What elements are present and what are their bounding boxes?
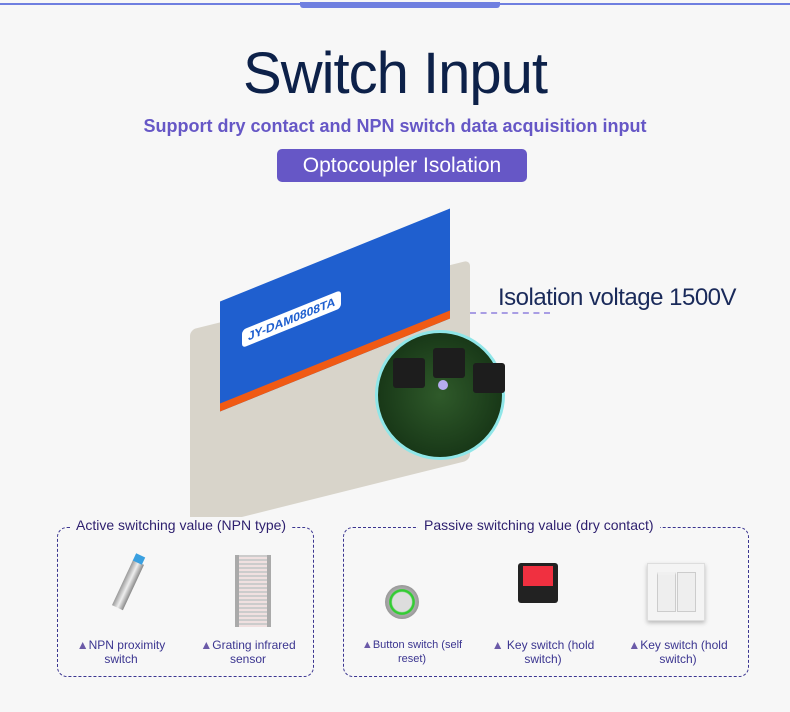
passive-switching-title: Passive switching value (dry contact) xyxy=(418,517,660,533)
grating-sensor-label: ▲Grating infrared sensor xyxy=(200,638,296,666)
device-image: JY-DAM0808TA xyxy=(180,208,505,530)
grating-sensor-image xyxy=(235,555,271,627)
active-switching-title: Active switching value (NPN type) xyxy=(70,517,293,533)
key-switch-label-2: ▲Key switch (hold switch) xyxy=(628,638,728,666)
wall-switch-image xyxy=(647,563,705,621)
top-accent-bar xyxy=(300,2,500,8)
callout-line xyxy=(470,312,550,314)
isolation-voltage-callout: Isolation voltage 1500V xyxy=(498,284,737,311)
key-switch-label-1: ▲ Key switch (hold switch) xyxy=(491,638,595,666)
optocoupler-chip xyxy=(473,363,505,393)
feature-badge: Optocoupler Isolation xyxy=(277,149,527,182)
page-subtitle: Support dry contact and NPN switch data … xyxy=(143,116,647,136)
pcb-zoom-lens xyxy=(375,330,505,460)
npn-proximity-switch-label: ▲NPN proximity switch xyxy=(76,638,166,666)
button-switch-label: ▲Button switch (self reset) xyxy=(361,639,463,665)
button-switch-image xyxy=(385,585,419,619)
optocoupler-chip xyxy=(433,348,465,378)
page-title: Switch Input xyxy=(243,41,548,106)
rocker-switch-image xyxy=(518,563,558,603)
callout-dot xyxy=(438,380,448,390)
proximity-switch-image xyxy=(111,553,152,625)
optocoupler-chip xyxy=(393,358,425,388)
